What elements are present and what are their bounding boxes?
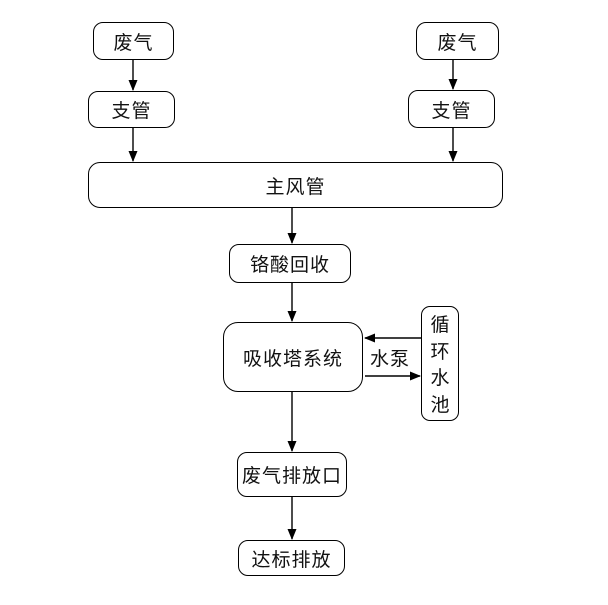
node-chromic-acid-recovery: 铬酸回收 <box>229 244 351 283</box>
node-branch-pipe-left: 支管 <box>88 91 175 128</box>
node-waste-gas-outlet: 废气排放口 <box>237 452 347 497</box>
node-circulating-water-pool: 循环水池 <box>421 306 459 421</box>
node-absorption-tower-system: 吸收塔系统 <box>223 322 363 392</box>
edge-label-water-pump: 水泵 <box>369 347 410 370</box>
node-main-duct: 主风管 <box>88 162 503 208</box>
node-waste-gas-right: 废气 <box>416 22 499 60</box>
node-compliant-discharge: 达标排放 <box>238 540 345 576</box>
node-waste-gas-left: 废气 <box>93 22 174 60</box>
node-branch-pipe-right: 支管 <box>408 90 495 128</box>
